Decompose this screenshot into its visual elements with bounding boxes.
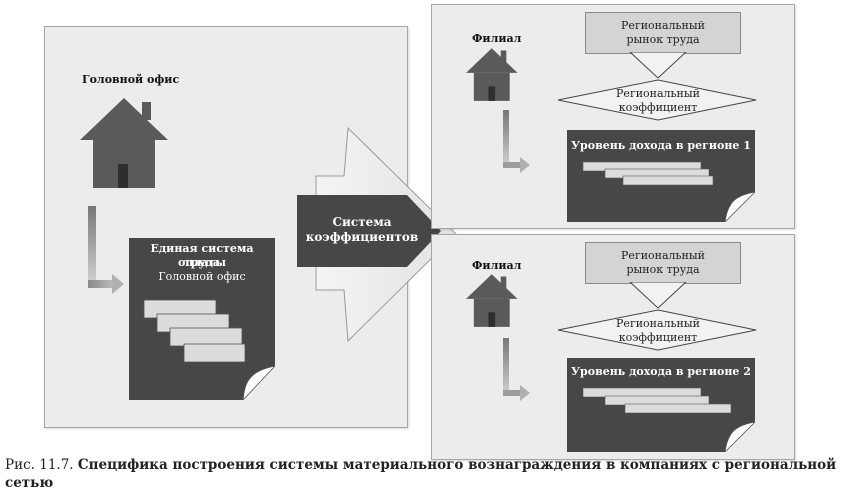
branch-2-income-title: Уровень дохода в регионе 2 [571, 365, 751, 378]
branch-2-coef-line2: коэффициент [618, 331, 698, 344]
branch-1-market-line2: рынок труда [626, 33, 700, 46]
center-arrow-text-2: коэффициентов [305, 230, 419, 244]
branch-1-market-line1: Региональный [621, 19, 705, 32]
branch-2-market-line1: Региональный [621, 249, 705, 262]
branch-2-market-line2: рынок труда [626, 263, 700, 276]
head-office-doc-title-1: Единая система оплаты [150, 242, 254, 269]
branch-1-title: Филиал [472, 32, 522, 45]
branch-1-income-title: Уровень дохода в регионе 1 [571, 139, 751, 152]
branch-1-income-document [567, 130, 755, 222]
branch-2-title: Филиал [472, 259, 522, 272]
center-arrow-text-1: Система [332, 215, 392, 229]
branch-2-house-icon [466, 274, 518, 327]
caption-prefix: Рис. 11.7. [5, 457, 74, 473]
head-office-title: Головной офис [82, 73, 180, 86]
branch-2-bent-arrow-icon [503, 338, 530, 401]
figure-caption: Рис. 11.7. Специфика построения системы … [5, 456, 845, 492]
house-icon [80, 98, 168, 188]
head-office-doc-subtitle: Головной офис [158, 270, 246, 283]
branch-2-market-box: Региональный рынок труда [585, 242, 741, 284]
branch-2-funnel-shapes [557, 282, 757, 351]
branch-1-coef-line1: Региональный [616, 87, 700, 100]
branch-2-income-document [567, 358, 755, 452]
branch-2-coef-line1: Региональный [616, 317, 700, 330]
coefficient-system-arrow [297, 195, 441, 267]
branch-1-bent-arrow-icon [503, 110, 530, 173]
branch-1-house-icon [466, 48, 518, 101]
bent-arrow-icon [88, 206, 124, 294]
branch-1-funnel-shapes [557, 52, 757, 121]
branch-1-market-box: Региональный рынок труда [585, 12, 741, 54]
head-office-document [129, 238, 275, 400]
caption-text: Специфика построения системы материально… [5, 457, 837, 491]
head-office-doc-title-2: труда [183, 256, 220, 269]
branch-1-coef-line2: коэффициент [618, 101, 698, 114]
